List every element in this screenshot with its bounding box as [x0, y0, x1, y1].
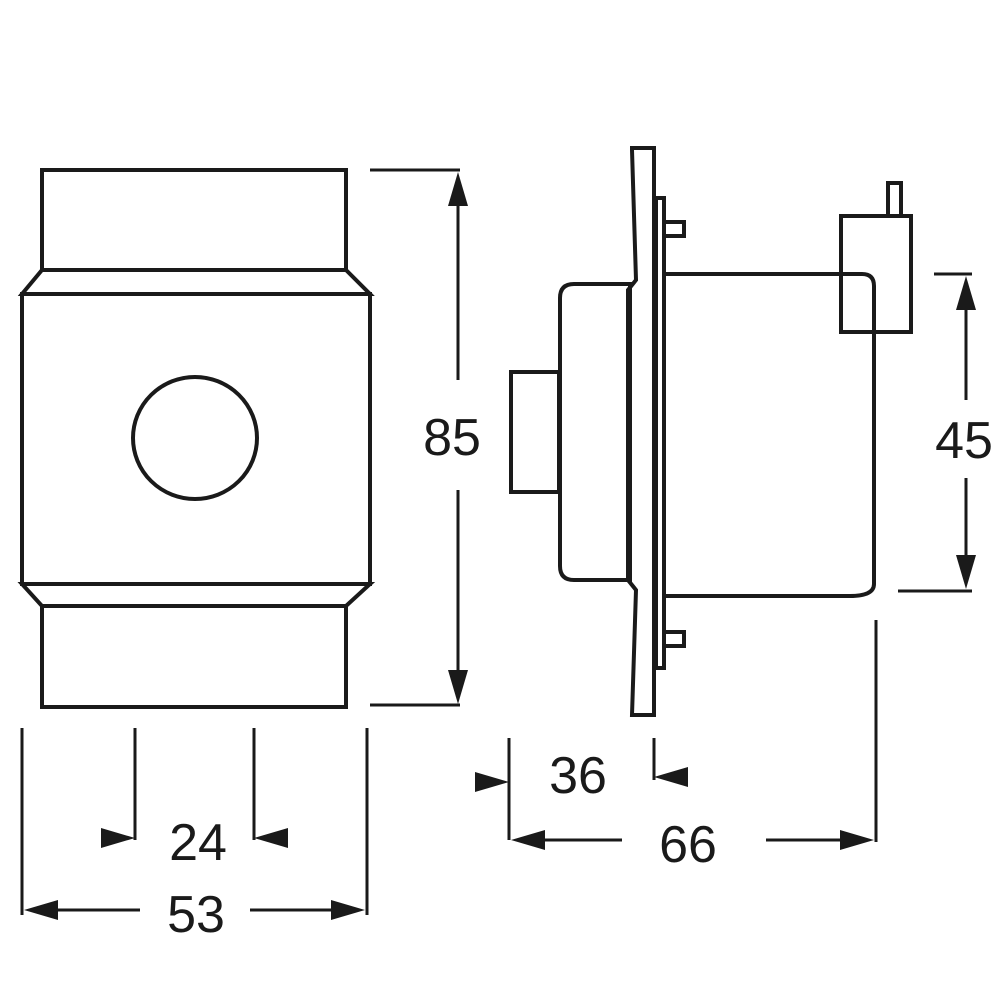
knob-circle [131, 375, 259, 501]
arrowhead [654, 767, 688, 787]
dimension-label-53: 53 [167, 886, 225, 944]
side-terminal-pin [886, 181, 903, 218]
front-top-bevel [17, 268, 375, 296]
front-view [17, 168, 376, 709]
dimension-66: 66 [511, 620, 878, 874]
dimension-85: 85 [370, 168, 481, 707]
side-mounting-tab-bottom [662, 630, 686, 648]
front-bottom-bevel [17, 582, 376, 608]
dimension-label-36: 36 [549, 747, 607, 805]
dimension-24: 24 [101, 728, 288, 872]
arrowhead [956, 276, 976, 310]
side-front-housing [558, 282, 632, 582]
arrowhead [331, 900, 365, 920]
dimension-label-85: 85 [423, 409, 481, 467]
side-view [509, 146, 913, 717]
dimension-label-24: 24 [169, 814, 227, 872]
arrowhead [254, 828, 288, 848]
dimension-36: 36 [475, 738, 688, 840]
arrowhead [956, 555, 976, 589]
arrowhead [448, 670, 468, 704]
front-main-body [20, 292, 372, 586]
arrowhead [101, 828, 135, 848]
dimension-label-45: 45 [935, 412, 993, 470]
dimension-label-66: 66 [659, 816, 717, 874]
arrowhead [511, 830, 545, 850]
arrowhead [840, 830, 874, 850]
side-terminal-block [839, 214, 913, 334]
front-bottom-cap [40, 604, 348, 709]
side-rear-housing [662, 272, 876, 598]
front-top-cap [40, 168, 348, 272]
dimension-45: 45 [898, 272, 993, 593]
side-mounting-tab-top [662, 220, 686, 238]
arrowhead [448, 172, 468, 206]
arrowhead [24, 900, 58, 920]
side-knob [509, 370, 561, 494]
arrowhead [475, 772, 509, 792]
dimension-53: 53 [20, 728, 369, 944]
